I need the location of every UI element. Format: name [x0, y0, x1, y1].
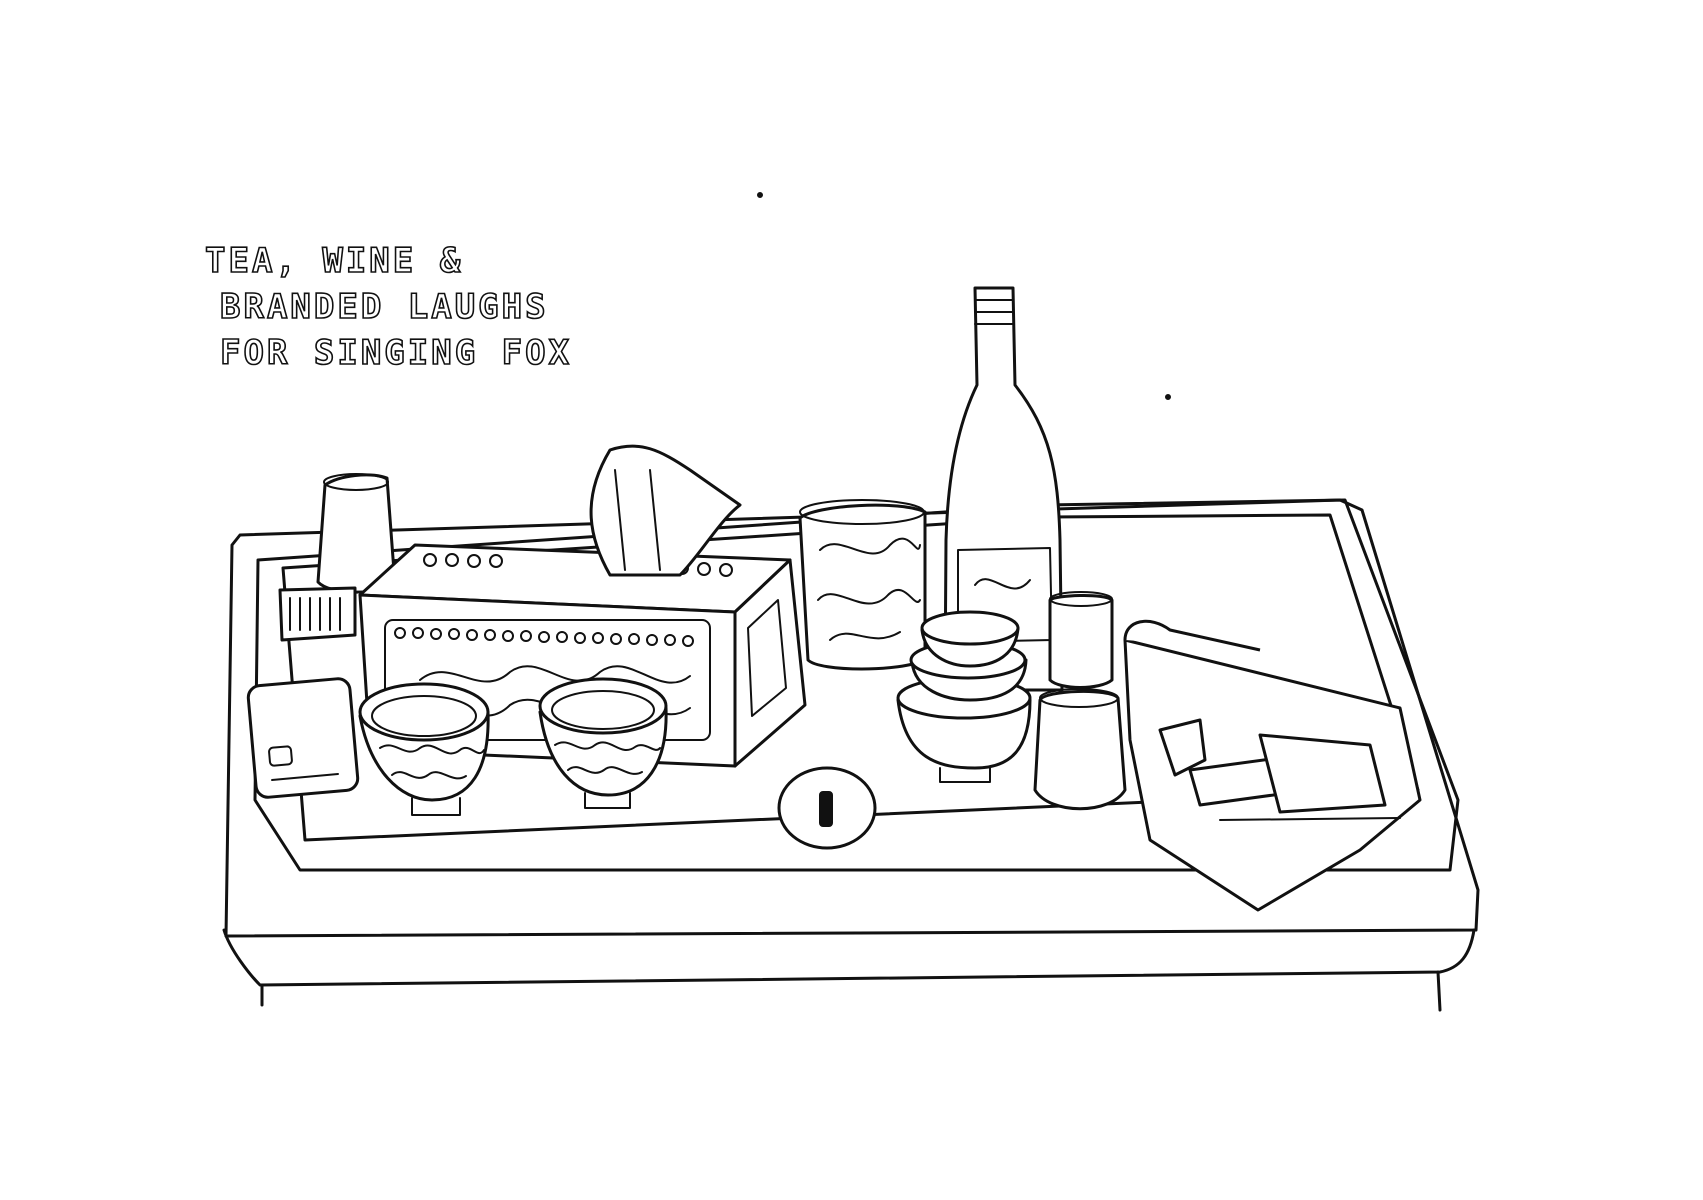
- tissue-paper: [589, 444, 742, 577]
- decorated-mug: [798, 499, 927, 671]
- round-ornament: [777, 766, 877, 850]
- caption-line-3: FOR SINGING FOX: [220, 333, 572, 373]
- table-leg: [1436, 970, 1442, 1012]
- handwritten-caption: TEA, WINE & BRANDED LAUGHS FOR SINGING F…: [204, 240, 572, 374]
- cutting-board: [1123, 619, 1422, 912]
- tissue-box-side-panel: [747, 599, 787, 717]
- small-cup: [1048, 591, 1114, 689]
- bread-slice: [1258, 733, 1387, 814]
- stray-dot: [757, 192, 763, 198]
- tissue-box-swirl: [419, 665, 691, 684]
- cheese-wedge: [1158, 718, 1207, 777]
- tea-bowl-right: [538, 677, 668, 809]
- stacked-cups: [896, 610, 1032, 783]
- caption-line-1: TEA, WINE &: [205, 241, 463, 281]
- tray-outer-rim: [253, 498, 1460, 872]
- phone: [246, 677, 360, 799]
- tea-bowl-left: [358, 682, 490, 816]
- tissue-fold: [614, 469, 661, 571]
- caption-line-2: BRANDED LAUGHS: [220, 287, 549, 327]
- comb: [278, 586, 357, 642]
- stray-dot: [1165, 394, 1171, 400]
- small-pitcher: [1033, 688, 1127, 811]
- table-edge: [222, 928, 1476, 987]
